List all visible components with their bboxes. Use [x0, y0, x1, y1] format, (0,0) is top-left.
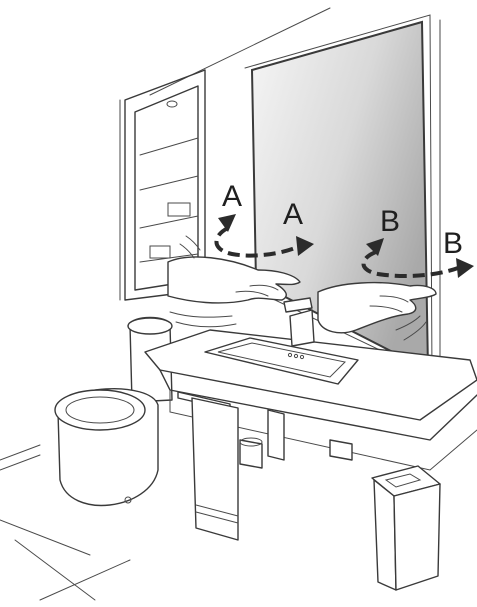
- waste-bin: [372, 466, 440, 590]
- label-a-lower: A: [283, 198, 303, 231]
- label-b-upper: B: [380, 205, 400, 238]
- arrow-a-head-upper: [218, 214, 236, 232]
- toilet: [55, 318, 172, 506]
- label-a-upper: A: [222, 180, 242, 213]
- arrow-b-head-lower: [456, 258, 474, 278]
- under-counter-details: [178, 392, 352, 540]
- label-b-lower: B: [443, 227, 463, 260]
